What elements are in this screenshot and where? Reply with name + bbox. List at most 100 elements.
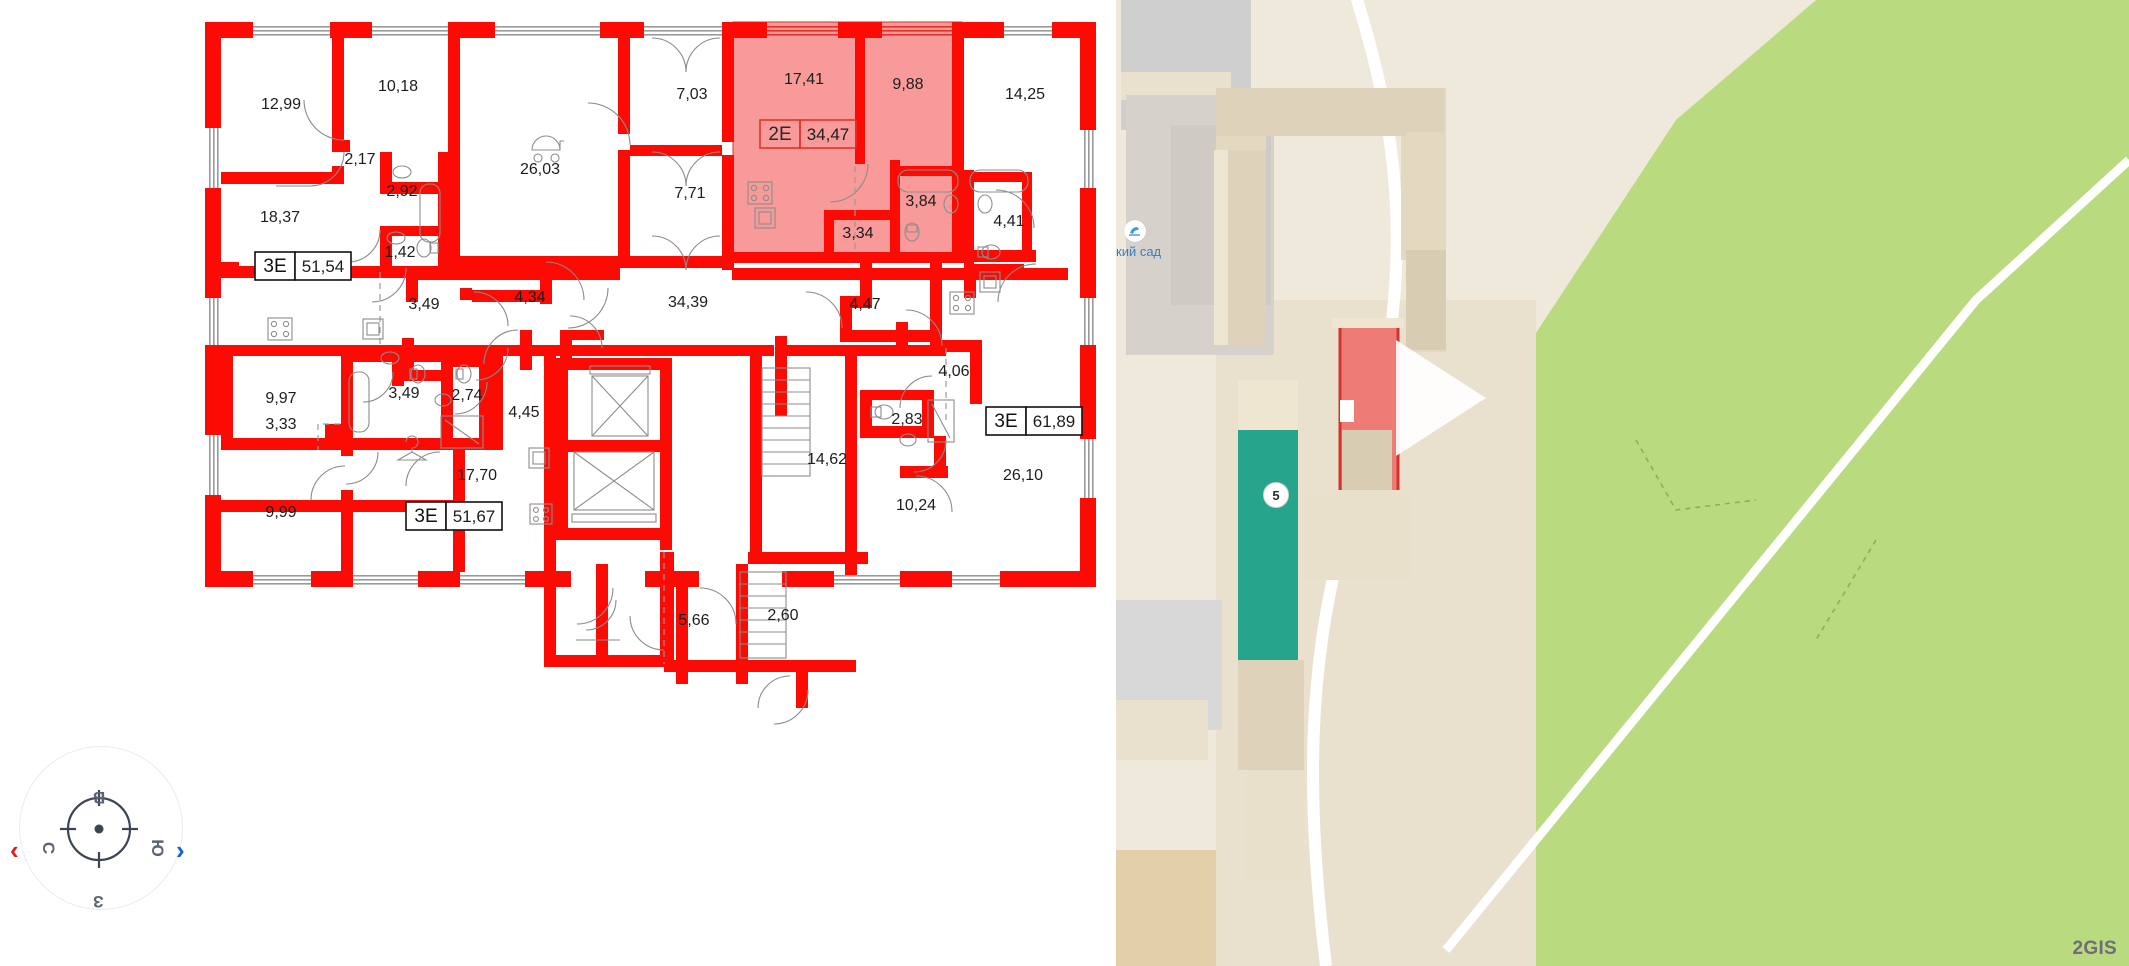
shower-icon [927, 399, 955, 443]
interior-walls [221, 22, 1068, 708]
sink-icon [899, 433, 917, 447]
map-canvas[interactable] [1116, 0, 2129, 966]
room-area-label: 4,34 [514, 289, 545, 306]
room-area-label: 7,71 [674, 185, 705, 202]
toilet-icon [455, 364, 472, 384]
stroller-icon [531, 135, 564, 163]
bathtub-icon [348, 371, 370, 433]
room-area-label: 12,99 [261, 96, 301, 113]
building-number-badge[interactable]: 5 [1263, 482, 1289, 508]
location-map-panel[interactable]: кий сад 5 2GIS [1116, 0, 2129, 966]
unit-badge[interactable]: 3Е 61,89 [985, 406, 1083, 436]
room-area-label: 26,10 [1003, 467, 1043, 484]
unit-type-label: 3Е [994, 411, 1017, 432]
plan-detail-lines [267, 37, 1037, 725]
floor-plan-drawing[interactable]: .w { fill:#fb0b04; } .th { fill:none; st… [0, 0, 1116, 966]
unit-area-box [294, 251, 352, 281]
building-block [1238, 660, 1304, 770]
sink-icon [386, 231, 406, 245]
room-area-label: 3,33 [265, 416, 296, 433]
unit-area-label: 51,67 [453, 507, 496, 526]
room-area-label: 4,41 [993, 213, 1024, 230]
room-area-label: 26,03 [520, 161, 560, 178]
unit-area-label: 51,54 [302, 257, 345, 276]
room-area-label: 9,97 [265, 390, 296, 407]
elevator-icon [571, 451, 657, 523]
panel-icon [754, 207, 776, 229]
room-area-label: 34,39 [668, 294, 708, 311]
staircase-icon [761, 367, 811, 477]
next-floor-arrow[interactable]: › [176, 835, 185, 865]
compass-crosshair [60, 790, 138, 868]
building-wing [1226, 150, 1266, 345]
room-area-label: 2,83 [891, 411, 922, 428]
toilet-icon [409, 364, 426, 384]
room-area-labels: 12,9910,182,172,9218,371,4226,037,037,71… [260, 71, 1045, 629]
compass-west-label: З [93, 892, 104, 911]
room-area-label: 2,74 [451, 387, 482, 404]
poi-label-kindergarten: кий сад [1116, 244, 1162, 259]
kindergarten-icon [1124, 220, 1146, 242]
unit-area-label: 61,89 [1033, 412, 1076, 431]
panel-icon [979, 271, 1001, 293]
unit-type-box [985, 406, 1027, 436]
highlighted-green-building [1238, 430, 1298, 680]
panel-icon [362, 318, 384, 340]
unit-badge[interactable]: 3Е 51,54 [254, 251, 352, 281]
elevator-icon [589, 365, 651, 437]
park-trail [1635, 439, 1757, 511]
room-area-label: 9,99 [265, 504, 296, 521]
sink-icon [977, 194, 993, 214]
sink-icon [392, 165, 412, 179]
building-block [1302, 490, 1412, 580]
stove-icon [949, 291, 975, 315]
toilet-icon [977, 244, 1001, 260]
panel-icon [528, 447, 550, 469]
stove-icon [747, 181, 773, 205]
stove-icon [529, 503, 553, 525]
compass-rose[interactable]: В С Ю З ‹ › [8, 738, 190, 920]
room-area-label: 1,42 [384, 244, 415, 261]
unit-type-label: 3Е [414, 506, 437, 527]
shower-icon [440, 415, 484, 449]
room-area-label: 3,84 [905, 193, 936, 210]
floor-plan-panel[interactable]: .w { fill:#fb0b04; } .th { fill:none; st… [0, 0, 1116, 966]
room-area-label: 2,17 [344, 151, 375, 168]
room-area-label: 14,25 [1005, 86, 1045, 103]
compass-south-label: Ю [147, 839, 167, 857]
unit-type-label: 2Е [768, 124, 791, 145]
room-area-label: 10,18 [378, 78, 418, 95]
unit-area-box [445, 501, 503, 531]
compass-east-label: В [93, 788, 106, 807]
sink-icon [380, 351, 400, 365]
compass-north-label: С [39, 841, 59, 855]
selected-unit-marker [1340, 400, 1354, 422]
room-area-label: 14,62 [807, 451, 847, 468]
bathtub-icon [897, 169, 959, 193]
sink-icon [434, 393, 452, 407]
room-area-label: 2,92 [386, 183, 417, 200]
room-area-label: 3,34 [842, 225, 873, 242]
prev-floor-arrow[interactable]: ‹ [10, 835, 19, 865]
unit-type-box [254, 251, 296, 281]
view-direction-cone [1396, 340, 1486, 456]
stove-icon [267, 317, 293, 341]
building-block [1116, 850, 1216, 966]
unit-badge[interactable]: 3Е 51,67 [405, 501, 503, 531]
hanger-icon [395, 435, 429, 461]
room-area-label: 4,47 [849, 296, 880, 313]
unit-area-box [799, 119, 857, 149]
room-area-label: 4,06 [938, 363, 969, 380]
toilet-icon [870, 404, 894, 420]
room-area-label: 17,70 [457, 467, 497, 484]
room-area-label: 7,03 [676, 86, 707, 103]
bathtub-icon [969, 169, 1029, 193]
toilet-icon [904, 222, 920, 242]
room-area-label: 2,60 [767, 607, 798, 624]
room-area-label: 4,45 [508, 404, 539, 421]
unit-type-label: 3Е [263, 256, 286, 277]
room-area-label: 5,66 [678, 612, 709, 629]
